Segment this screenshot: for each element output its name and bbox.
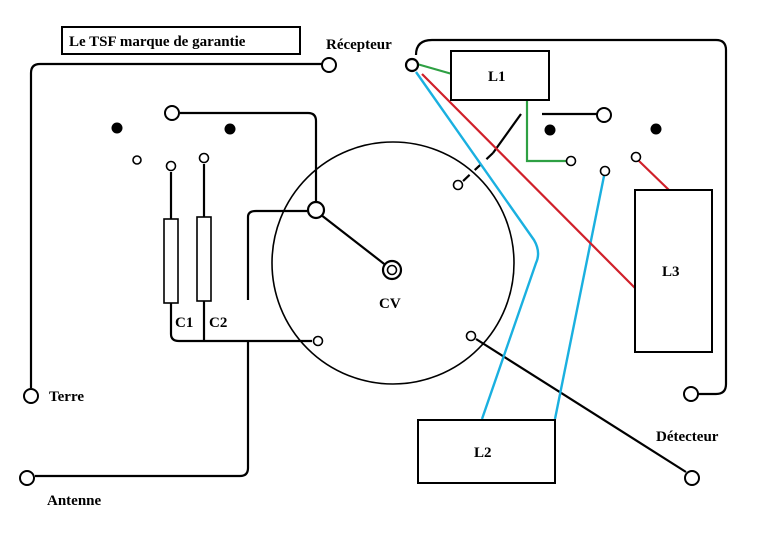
terminal-red [630,151,642,163]
c2-capacitor [196,216,212,302]
wire-red-l3-contact [638,160,671,192]
title-block: Le TSF marque de garantie [61,26,301,55]
wire-cyan-l2-a [415,71,540,420]
wire-antenne [35,341,250,478]
terminal-c1 [165,160,177,172]
terminal-c2 [198,152,210,164]
dot-contact [224,123,236,135]
terminal-cv-top [452,179,464,191]
l3-box [634,189,713,353]
rotor-arm [315,210,393,271]
cv-center-inner [386,264,398,276]
diagram-title: Le TSF marque de garantie [69,34,246,50]
terminal-terre-top [321,57,337,73]
red-wires [421,73,671,290]
wire-l1-dashed-solid [492,113,522,154]
terminal-antenne [19,470,35,486]
recepteur-label: Récepteur [326,37,392,53]
c1-capacitor [163,218,179,304]
wire-detecteur [475,338,687,473]
c1-label: C1 [175,315,193,331]
wire-rotor-top [180,111,318,201]
wire-cyan-l2-b [553,175,606,420]
l2-box [417,419,556,484]
rotor-terminal [306,200,326,220]
wire-dashed [461,152,494,183]
terminal-detecteur [684,470,700,486]
filled-dots [111,122,662,136]
l3-label: L3 [662,264,680,280]
terminal-top-left [164,105,180,121]
cv-label: CV [379,296,401,312]
component-boxes: L1 L3 L2 [163,50,713,484]
text-labels: C1 C2 CV Récepteur Terre Antenne Détecte… [47,37,719,509]
terminal-recepteur [404,57,420,73]
terminal-cv-left [312,335,324,347]
green-wires [416,62,566,163]
dot-contact [650,123,662,135]
cv-dial-circle [271,141,515,385]
wire-rotor-left [246,209,307,300]
wire-recepteur-loop [414,38,728,396]
detecteur-label: Détecteur [656,429,719,445]
c2-label: C2 [209,315,227,331]
c1-lead-bottom [169,303,312,343]
terminals [19,57,700,486]
terminal-cv-right [465,330,477,342]
l1-box [450,50,550,101]
black-wires [29,38,728,478]
cv-center-outer [381,259,403,281]
terminal-small [132,155,142,165]
terminal-right-loop [683,386,699,402]
title-frame [61,26,301,55]
terminal-terre [23,388,39,404]
dot-contact [544,124,556,136]
wire-terre [29,62,323,388]
dot-contact [111,122,123,134]
terre-label: Terre [49,389,84,405]
terminal-cyan [599,165,611,177]
wire-green-recepteur-l1 [416,62,453,76]
terminal-green [565,155,577,167]
wire-red-l3 [421,73,637,290]
l2-label: L2 [474,445,492,461]
cyan-wires [415,71,606,420]
wire-green-l1-contact [525,101,566,163]
antenne-label: Antenne [47,493,102,509]
l1-label: L1 [488,69,506,85]
terminal-top-right [596,107,612,123]
